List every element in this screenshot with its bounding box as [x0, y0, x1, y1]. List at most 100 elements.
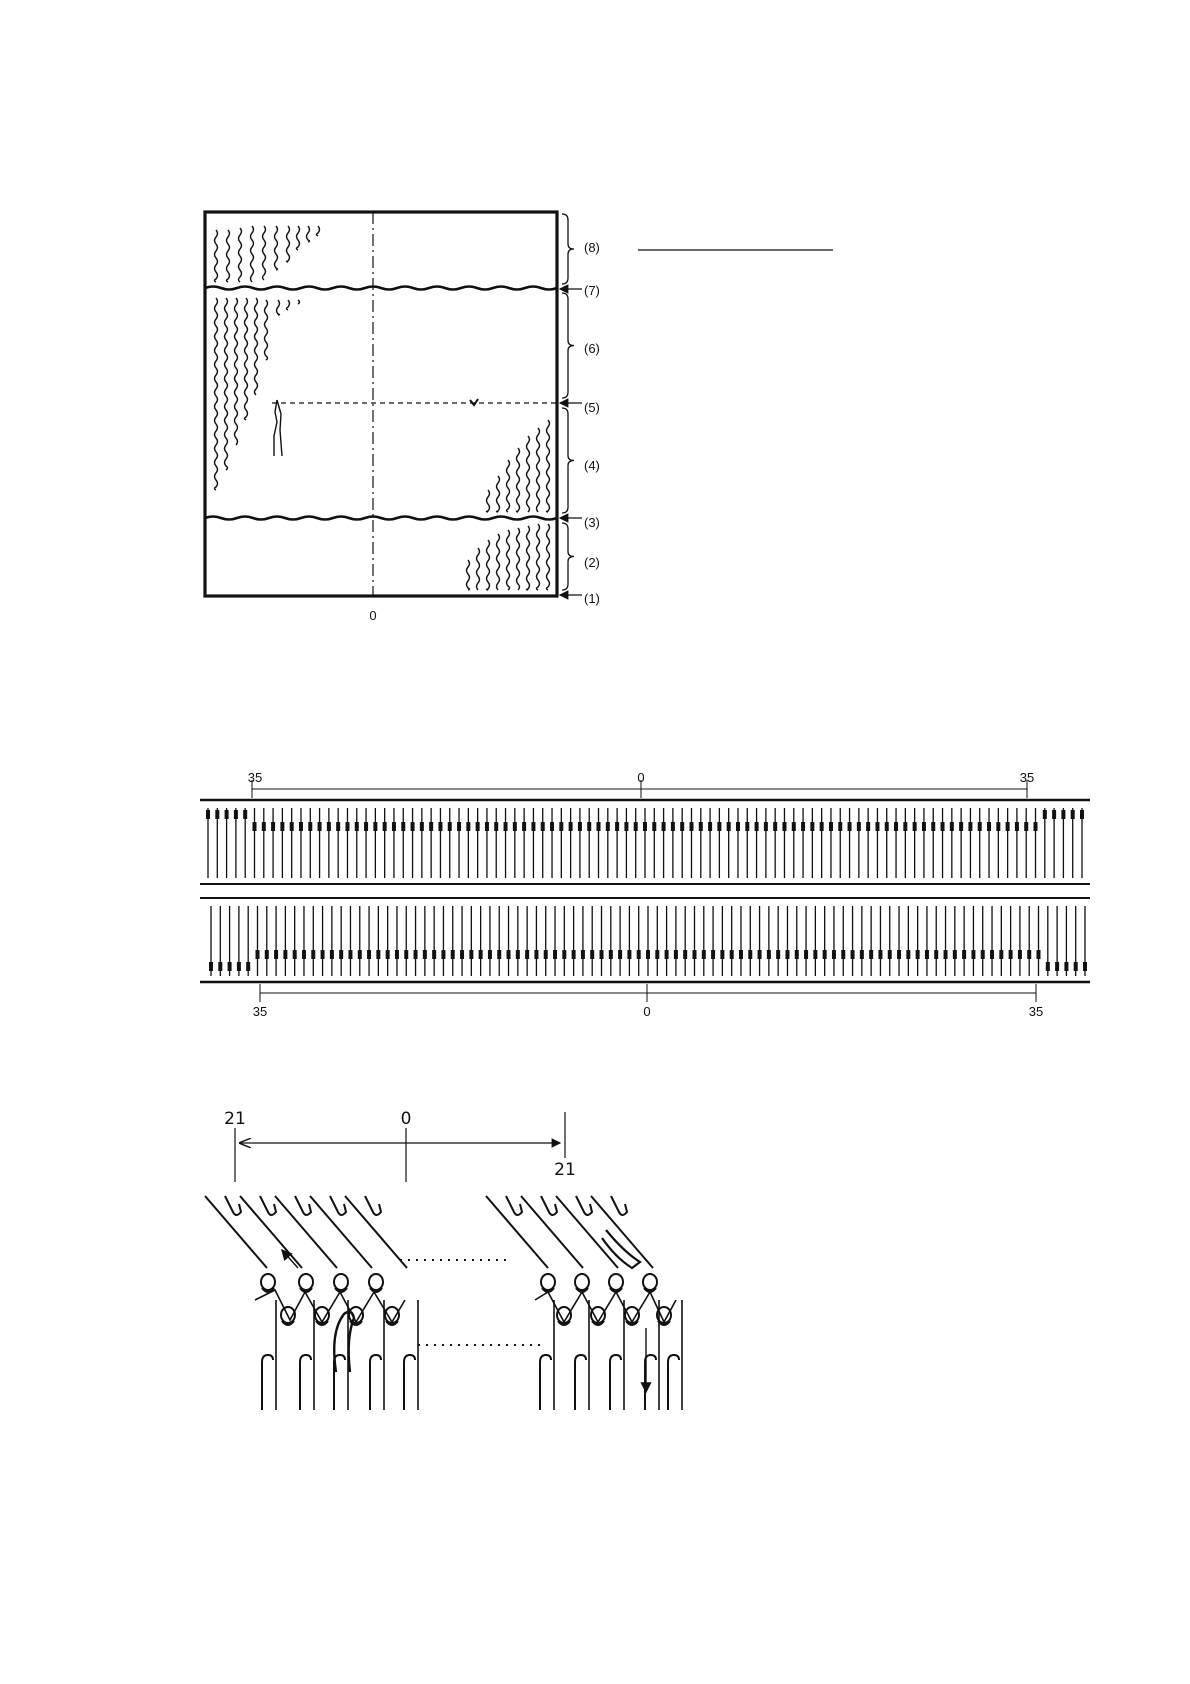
ladder-line	[307, 226, 310, 242]
stitch-loop	[334, 1274, 348, 1290]
needle-butt	[476, 822, 480, 831]
needle-butt	[225, 810, 229, 819]
needle-butt	[841, 950, 845, 959]
needle-butt	[823, 950, 827, 959]
ladder-line	[527, 526, 530, 590]
needle-butt	[494, 822, 498, 831]
ladder-line	[297, 226, 300, 250]
needle-butt	[1009, 950, 1013, 959]
ladder-line	[287, 226, 290, 262]
needle-butt	[1055, 962, 1059, 971]
stitch-loop	[369, 1274, 383, 1290]
swatch-center-label: 0	[369, 608, 376, 623]
needle-butt	[411, 822, 415, 831]
needle-butt	[597, 822, 601, 831]
needle-butt	[1024, 822, 1028, 831]
rib-needle	[591, 1196, 653, 1268]
ladder-line	[497, 534, 500, 590]
needle-butt	[801, 822, 805, 831]
rib-needle	[345, 1196, 407, 1268]
needle-butt	[525, 950, 529, 959]
needle-butt	[513, 822, 517, 831]
needle-butt	[606, 822, 610, 831]
needle-butt	[386, 950, 390, 959]
needle-butt	[885, 822, 889, 831]
rib-needle	[310, 1196, 372, 1268]
needle-butt	[246, 962, 250, 971]
needle-butt	[925, 950, 929, 959]
needle-butt	[950, 822, 954, 831]
needle-butt	[962, 950, 966, 959]
main-needle	[668, 1355, 679, 1410]
needle-hook	[576, 1196, 592, 1215]
needle-butt	[299, 822, 303, 831]
needle-butt	[618, 950, 622, 959]
label-5: (5)	[584, 400, 600, 415]
needle-butt	[311, 950, 315, 959]
needle-butt	[971, 950, 975, 959]
needle-butt	[627, 950, 631, 959]
needle-butt	[978, 822, 982, 831]
needle-butt	[624, 822, 628, 831]
ladder-line	[263, 226, 266, 280]
needle-hook	[541, 1196, 557, 1215]
needle-butt	[953, 950, 957, 959]
needle-butt	[255, 950, 259, 959]
needle-butt	[903, 822, 907, 831]
rib-needle	[486, 1196, 548, 1268]
needle-butt	[215, 810, 219, 819]
needle-butt	[469, 950, 473, 959]
needle-butt	[228, 962, 232, 971]
ladder-line	[275, 226, 278, 270]
needle-butt	[730, 950, 734, 959]
needle-butt	[1027, 950, 1031, 959]
needle-butt	[262, 822, 266, 831]
needle-butt	[689, 822, 693, 831]
needle-butt	[457, 822, 461, 831]
ladder-line	[239, 228, 242, 282]
needle-butt	[739, 950, 743, 959]
needle-butt	[507, 950, 511, 959]
needle-butt	[318, 822, 322, 831]
needle-butt	[782, 822, 786, 831]
ladder-line	[547, 420, 550, 512]
needle-butt	[392, 822, 396, 831]
needle-butt	[736, 822, 740, 831]
needle-hook	[225, 1196, 241, 1215]
needle-butt	[1064, 962, 1068, 971]
needle-butt	[429, 822, 433, 831]
label-6: (6)	[584, 341, 600, 356]
section-brace	[562, 408, 574, 513]
needle-butt	[252, 822, 256, 831]
ladder-line	[298, 300, 300, 304]
needle-butt	[711, 950, 715, 959]
needle-butt	[290, 822, 294, 831]
seam-3	[205, 517, 557, 520]
needle-butt	[460, 950, 464, 959]
needle-butt	[485, 822, 489, 831]
needle-butt	[373, 822, 377, 831]
ladder-line	[497, 476, 500, 512]
needle-butt	[875, 822, 879, 831]
ladder-line	[547, 524, 550, 590]
needle-butt	[717, 822, 721, 831]
stitch-loop	[643, 1274, 657, 1290]
needle-butt	[420, 822, 424, 831]
needle-butt	[488, 950, 492, 959]
needle-butt	[764, 822, 768, 831]
needle-hook	[260, 1196, 276, 1215]
needle-butt	[364, 822, 368, 831]
needle-butt	[1052, 810, 1056, 819]
needle-butt	[941, 822, 945, 831]
needle-butt	[851, 950, 855, 959]
section-brace	[562, 214, 574, 284]
needle-butt	[358, 950, 362, 959]
upper-bed-needles	[206, 808, 1084, 878]
needle-butt	[516, 950, 520, 959]
needle-butt	[987, 822, 991, 831]
needle-butt	[414, 950, 418, 959]
main-needle	[404, 1355, 415, 1410]
needle-butt	[265, 950, 269, 959]
needle-butt	[218, 962, 222, 971]
